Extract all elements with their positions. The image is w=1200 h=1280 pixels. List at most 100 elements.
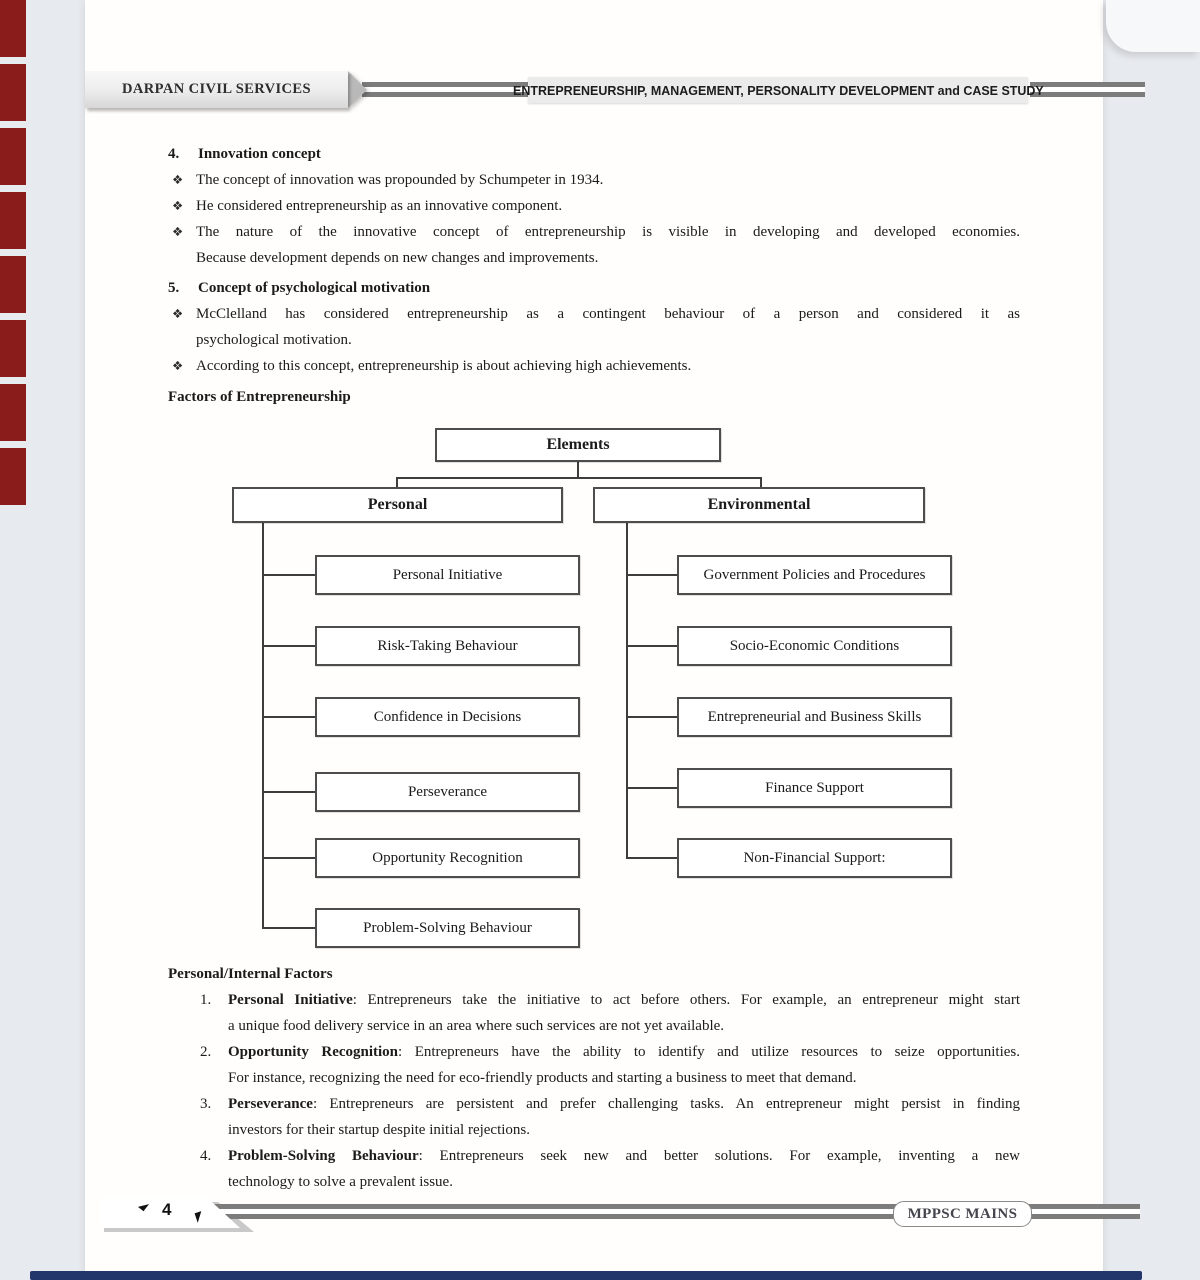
left-edge-tab (0, 448, 26, 505)
diagram-branch-environmental: Environmental (593, 487, 925, 523)
diagram-node: Personal Initiative (315, 555, 580, 595)
diagram-node: Risk-Taking Behaviour (315, 626, 580, 666)
item-line: Problem-Solving Behaviour: Entrepreneurs… (228, 1143, 1020, 1169)
bullet-line: Because development depends on new chang… (196, 250, 599, 266)
connector-line (626, 716, 679, 718)
chapter-title-box: ENTREPRENEURSHIP, MANAGEMENT, PERSONALIT… (513, 77, 1043, 103)
header-rule-left (362, 82, 528, 97)
connector-line (577, 462, 579, 477)
body-text-upper: 4. Innovation concept ❖ The concept of i… (168, 141, 1020, 410)
diagram-node: Perseverance (315, 772, 580, 812)
left-edge-tab (0, 0, 26, 57)
item-body: Perseverance: Entrepreneurs are persiste… (228, 1091, 1020, 1143)
diagram-node: Problem-Solving Behaviour (315, 908, 580, 948)
diagram-root-box: Elements (435, 428, 721, 462)
item-number: 4. (200, 1148, 212, 1164)
item-term: Perseverance (228, 1096, 313, 1112)
exam-label: MPPSC MAINS (907, 1205, 1018, 1222)
personal-factors-heading: Personal/Internal Factors (168, 961, 1020, 987)
body-text-lower: Personal/Internal Factors 1. Personal In… (168, 961, 1020, 1195)
item-text: : Entrepreneurs are persistent and prefe… (312, 1096, 1020, 1112)
brand-banner-tip (348, 71, 367, 108)
bullet-line: McClelland has considered entrepreneursh… (196, 306, 1020, 322)
connector-line (626, 645, 679, 647)
header-rule-right (1030, 82, 1145, 97)
item-body: Problem-Solving Behaviour: Entrepreneurs… (228, 1143, 1020, 1195)
item-line: technology to solve a prevalent issue. (228, 1174, 453, 1190)
item-term: Opportunity Recognition (228, 1044, 399, 1060)
section-title: Innovation concept (198, 146, 321, 162)
numbered-item: 2. Opportunity Recognition: Entrepreneur… (168, 1039, 1020, 1091)
connector-line (396, 477, 398, 487)
connector-line (262, 791, 317, 793)
bullet-line: psychological motivation. (196, 332, 352, 348)
diamond-bullet-icon: ❖ (172, 172, 184, 187)
connector-line (262, 857, 317, 859)
connector-line (626, 787, 679, 789)
bullet-text: He considered entrepreneurship as an inn… (196, 198, 563, 214)
left-edge-tab (0, 192, 26, 249)
left-edge-tab (0, 128, 26, 185)
item-line: For instance, recognizing the need for e… (228, 1070, 857, 1086)
personal-factors-heading-text: Personal/Internal Factors (168, 966, 333, 982)
numbered-item: 4. Problem-Solving Behaviour: Entreprene… (168, 1143, 1020, 1195)
bullet-item: ❖ He considered entrepreneurship as an i… (168, 193, 1020, 219)
footer-rule (150, 1204, 1140, 1219)
item-term: Personal Initiative (228, 992, 353, 1008)
item-line: Opportunity Recognition: Entrepreneurs h… (228, 1039, 1020, 1065)
pen-mark-icon (137, 1199, 150, 1212)
diagram-node: Socio-Economic Conditions (677, 626, 952, 666)
item-line: investors for their startup despite init… (228, 1122, 531, 1138)
section-heading: 5. Concept of psychological motivation (168, 275, 1020, 301)
left-edge-tab (0, 320, 26, 377)
item-number: 3. (200, 1096, 212, 1112)
pen-mark-icon (194, 1211, 205, 1223)
bottom-progress-bar (30, 1271, 1142, 1280)
diamond-bullet-icon: ❖ (172, 358, 184, 373)
connector-line (396, 477, 762, 479)
diamond-bullet-icon: ❖ (172, 224, 184, 239)
left-edge-tab (0, 64, 26, 121)
connector-trunk-left (262, 523, 264, 929)
diagram-node: Non-Financial Support: (677, 838, 952, 878)
diagram-node: Opportunity Recognition (315, 838, 580, 878)
page-number: 4 (162, 1200, 172, 1219)
item-line: a unique food delivery service in an are… (228, 1018, 725, 1034)
item-body: Personal Initiative: Entrepreneurs take … (228, 987, 1020, 1039)
bullet-item: ❖ The nature of the innovative concept o… (168, 219, 1020, 271)
bullet-text: McClelland has considered entrepreneursh… (196, 301, 1020, 353)
section-number: 4. (168, 146, 180, 162)
connector-trunk-right (626, 523, 628, 859)
item-number: 1. (200, 992, 212, 1008)
diagram-branch-personal: Personal (232, 487, 563, 523)
item-line: Perseverance: Entrepreneurs are persiste… (228, 1091, 1020, 1117)
bullet-item: ❖ According to this concept, entrepreneu… (168, 353, 1020, 379)
diagram-node: Entrepreneurial and Business Skills (677, 697, 952, 737)
item-text: : Entrepreneurs have the ability to iden… (398, 1044, 1021, 1060)
chapter-title: ENTREPRENEURSHIP, MANAGEMENT, PERSONALIT… (512, 82, 1044, 98)
numbered-item: 3. Perseverance: Entrepreneurs are persi… (168, 1091, 1020, 1143)
factors-heading: Factors of Entrepreneurship (168, 384, 1020, 410)
left-edge-tab (0, 256, 26, 313)
item-body: Opportunity Recognition: Entrepreneurs h… (228, 1039, 1020, 1091)
diagram-node: Finance Support (677, 768, 952, 808)
item-line: Personal Initiative: Entrepreneurs take … (228, 987, 1020, 1013)
section-heading: 4. Innovation concept (168, 141, 1020, 167)
factors-heading-text: Factors of Entrepreneurship (168, 389, 351, 405)
brand-banner: DARPAN CIVIL SERVICES (85, 71, 348, 108)
numbered-item: 1. Personal Initiative: Entrepreneurs ta… (168, 987, 1020, 1039)
connector-line (626, 857, 679, 859)
item-text: : Entrepreneurs seek new and better solu… (418, 1148, 1021, 1164)
item-number: 2. (200, 1044, 212, 1060)
connector-line (760, 477, 762, 487)
item-text: : Entrepreneurs take the initiative to a… (352, 992, 1020, 1008)
bullet-item: ❖ McClelland has considered entrepreneur… (168, 301, 1020, 353)
diagram-node: Government Policies and Procedures (677, 555, 952, 595)
diamond-bullet-icon: ❖ (172, 198, 184, 213)
diamond-bullet-icon: ❖ (172, 306, 184, 321)
bullet-text: The nature of the innovative concept of … (196, 219, 1020, 271)
bullet-line: The nature of the innovative concept of … (196, 224, 1020, 240)
diagram-node: Confidence in Decisions (315, 697, 580, 737)
bullet-item: ❖ The concept of innovation was propound… (168, 167, 1020, 193)
